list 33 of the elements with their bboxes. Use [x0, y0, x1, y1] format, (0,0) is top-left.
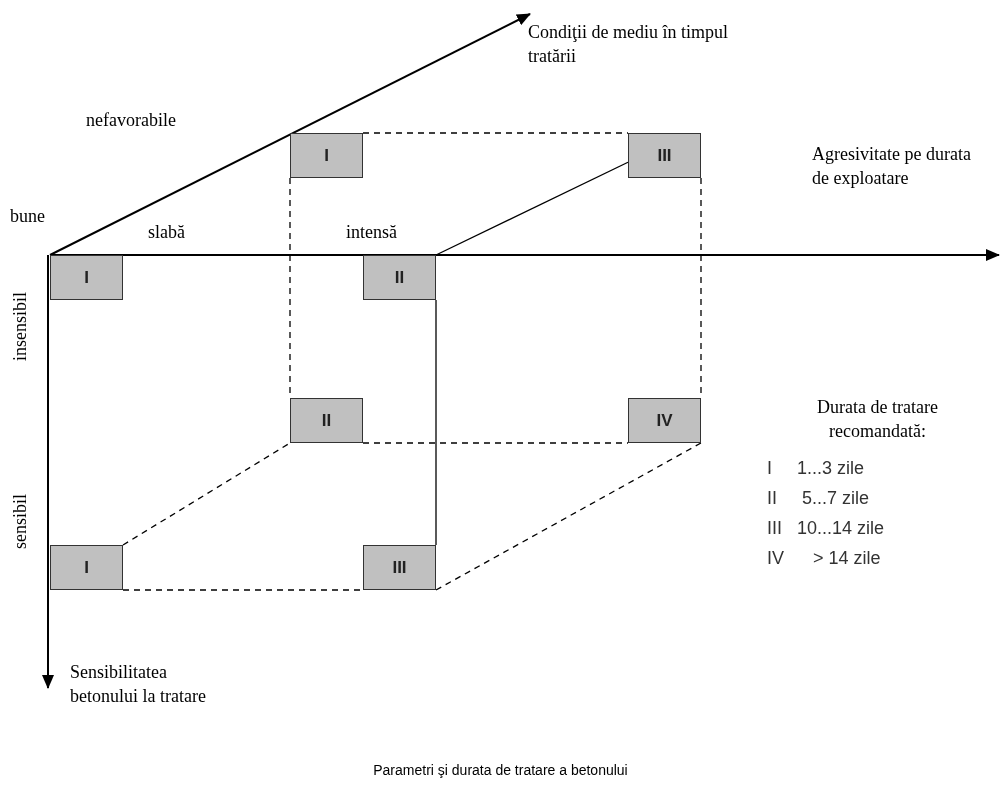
axis-label: nefavorabile [86, 109, 177, 132]
grade-box: III [628, 133, 701, 178]
legend-text: IV [767, 547, 785, 569]
connector-line [362, 132, 629, 134]
legend-text: 5...7 zile [802, 487, 871, 509]
axis-label: Agresivitate pe durata de exploatare [812, 143, 972, 190]
legend-text: III [767, 517, 783, 539]
legend-text: 1...3 zile [797, 457, 866, 479]
connector-line [435, 442, 702, 591]
axis-label: Sensibilitatea betonului la tratare [70, 661, 207, 708]
axis-label: sensibil [10, 494, 30, 549]
grade-box: III [363, 545, 436, 590]
axis-label: intensă [346, 221, 398, 244]
legend-title: Durata de tratare recomandată: [816, 396, 939, 443]
axis-label: bune [10, 205, 46, 228]
connector-line [122, 442, 291, 546]
legend-text: 10...14 zile [797, 517, 886, 539]
connector-line [362, 442, 629, 444]
grade-box: I [290, 133, 363, 178]
grade-box: IV [628, 398, 701, 443]
axis-label: Condiţii de mediu în timpul tratării [528, 21, 728, 68]
legend-text: II [767, 487, 778, 509]
legend-text: I [767, 457, 773, 479]
grade-box: II [290, 398, 363, 443]
axis-label: insensibil [10, 292, 30, 361]
grade-box: I [50, 545, 123, 590]
caption: Parametri şi durata de tratare a betonului [373, 761, 628, 780]
grade-box: II [363, 255, 436, 300]
legend-text: > 14 zile [813, 547, 882, 569]
connector-line [435, 161, 629, 256]
axis-label: slabă [148, 221, 186, 244]
grade-box: I [50, 255, 123, 300]
connector-line [435, 299, 437, 546]
